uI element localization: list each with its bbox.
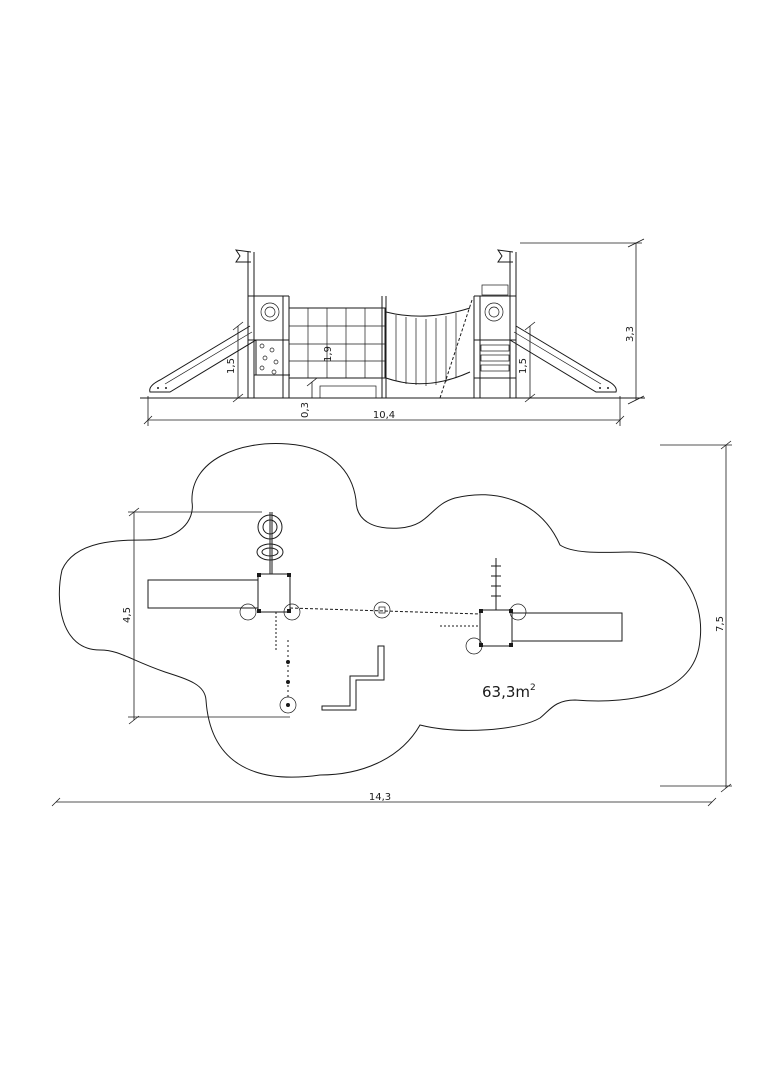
plan-left-tower <box>239 512 301 621</box>
plan-left-slide <box>147 579 259 609</box>
dim-ground-label: 0,3 <box>300 402 311 418</box>
dim-safety-width: 4,5 <box>122 507 290 725</box>
dim-safety-width-label: 4,5 <box>122 607 133 623</box>
dim-bridge-label: 1,9 <box>323 346 334 362</box>
dim-total-length-label: 14,3 <box>369 792 391 803</box>
plan-steps <box>321 645 385 711</box>
dim-left-platform-label: 1,5 <box>226 358 237 374</box>
plan-chain-climb <box>275 612 297 714</box>
dim-total-height: 3,3 <box>520 238 645 405</box>
area-label: 63,3m2 <box>482 683 536 701</box>
elevation-view: 3,3 1,5 1,5 1,9 0,3 <box>140 238 645 426</box>
dim-right-platform: 1,5 <box>518 321 536 403</box>
area-superscript: 2 <box>530 683 536 693</box>
left-slide <box>149 325 257 393</box>
dim-left-platform: 1,5 <box>226 321 244 403</box>
plan-bridge <box>289 601 481 619</box>
plan-view: 63,3m2 4,5 7,5 14,3 <box>51 440 732 807</box>
dim-total-height-label: 3,3 <box>625 326 636 342</box>
plan-right-slide <box>511 612 623 642</box>
right-tower <box>473 249 517 398</box>
dim-right-platform-label: 1,5 <box>518 358 529 374</box>
area-value: 63,3m <box>482 683 530 701</box>
dim-length: 10,4 <box>143 396 625 426</box>
left-tower <box>234 249 290 398</box>
dim-length-label: 10,4 <box>373 410 395 421</box>
dim-total-length: 14,3 <box>51 792 717 807</box>
dim-total-width-label: 7,5 <box>715 616 726 632</box>
dim-total-width: 7,5 <box>660 440 732 793</box>
suspension-bridge <box>385 299 473 399</box>
dim-ground: 0,3 <box>300 377 318 418</box>
net-bridge <box>288 296 387 399</box>
safety-area-outline <box>58 443 702 778</box>
right-slide <box>509 325 617 393</box>
plan-right-tower <box>440 558 527 655</box>
